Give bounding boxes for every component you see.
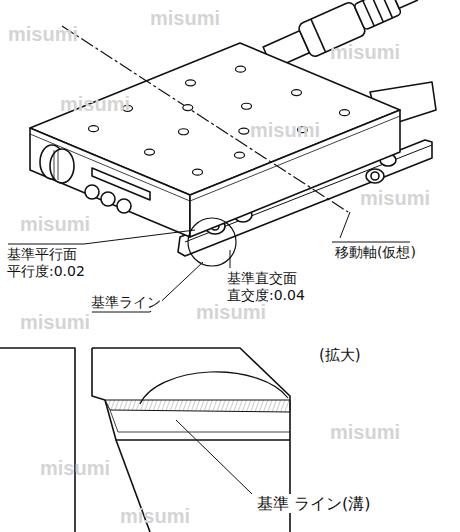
watermark: misumi (360, 186, 430, 210)
watermark: misumi (330, 420, 400, 444)
reference-orthogonal-label: 基準直交面 直交度:0.04 (226, 270, 306, 304)
reference-line-label: 基準ライン (90, 294, 162, 311)
groove-label: 基準 ライン(溝) (256, 494, 372, 513)
watermark: misumi (8, 22, 78, 46)
mount-hole (239, 128, 249, 134)
movement-axis-label: 移動軸(仮想) (334, 244, 417, 261)
mount-hole (179, 129, 189, 135)
mount-hole (242, 103, 252, 109)
mount-hole (186, 80, 196, 86)
watermark: misumi (330, 40, 400, 64)
watermark: misumi (196, 300, 266, 324)
movement-axis (62, 26, 348, 212)
watermark: misumi (40, 456, 110, 480)
mount-hole (236, 66, 246, 72)
watermark: misumi (60, 92, 130, 116)
front-screws (85, 185, 131, 213)
lock-knob (40, 145, 74, 183)
reference-parallel-label: 基準平行面 平行度:0.02 (6, 246, 86, 280)
watermark: misumi (250, 118, 320, 142)
mount-hole (340, 110, 350, 116)
mount-hole (235, 152, 245, 158)
watermark: misumi (20, 310, 90, 334)
enlarged-label: (拡大) (318, 346, 362, 364)
detail-circle (188, 218, 236, 266)
plate-holes (89, 66, 350, 175)
watermark: misumi (20, 212, 90, 236)
mount-hole (292, 90, 302, 96)
mount-hole (193, 169, 203, 175)
mount-hole (145, 149, 155, 155)
watermark: misumi (120, 504, 190, 528)
watermark: misumi (150, 6, 220, 30)
slot (92, 168, 150, 200)
enlarged-view (0, 348, 290, 532)
mount-hole (89, 126, 99, 132)
mount-hole (183, 105, 193, 111)
